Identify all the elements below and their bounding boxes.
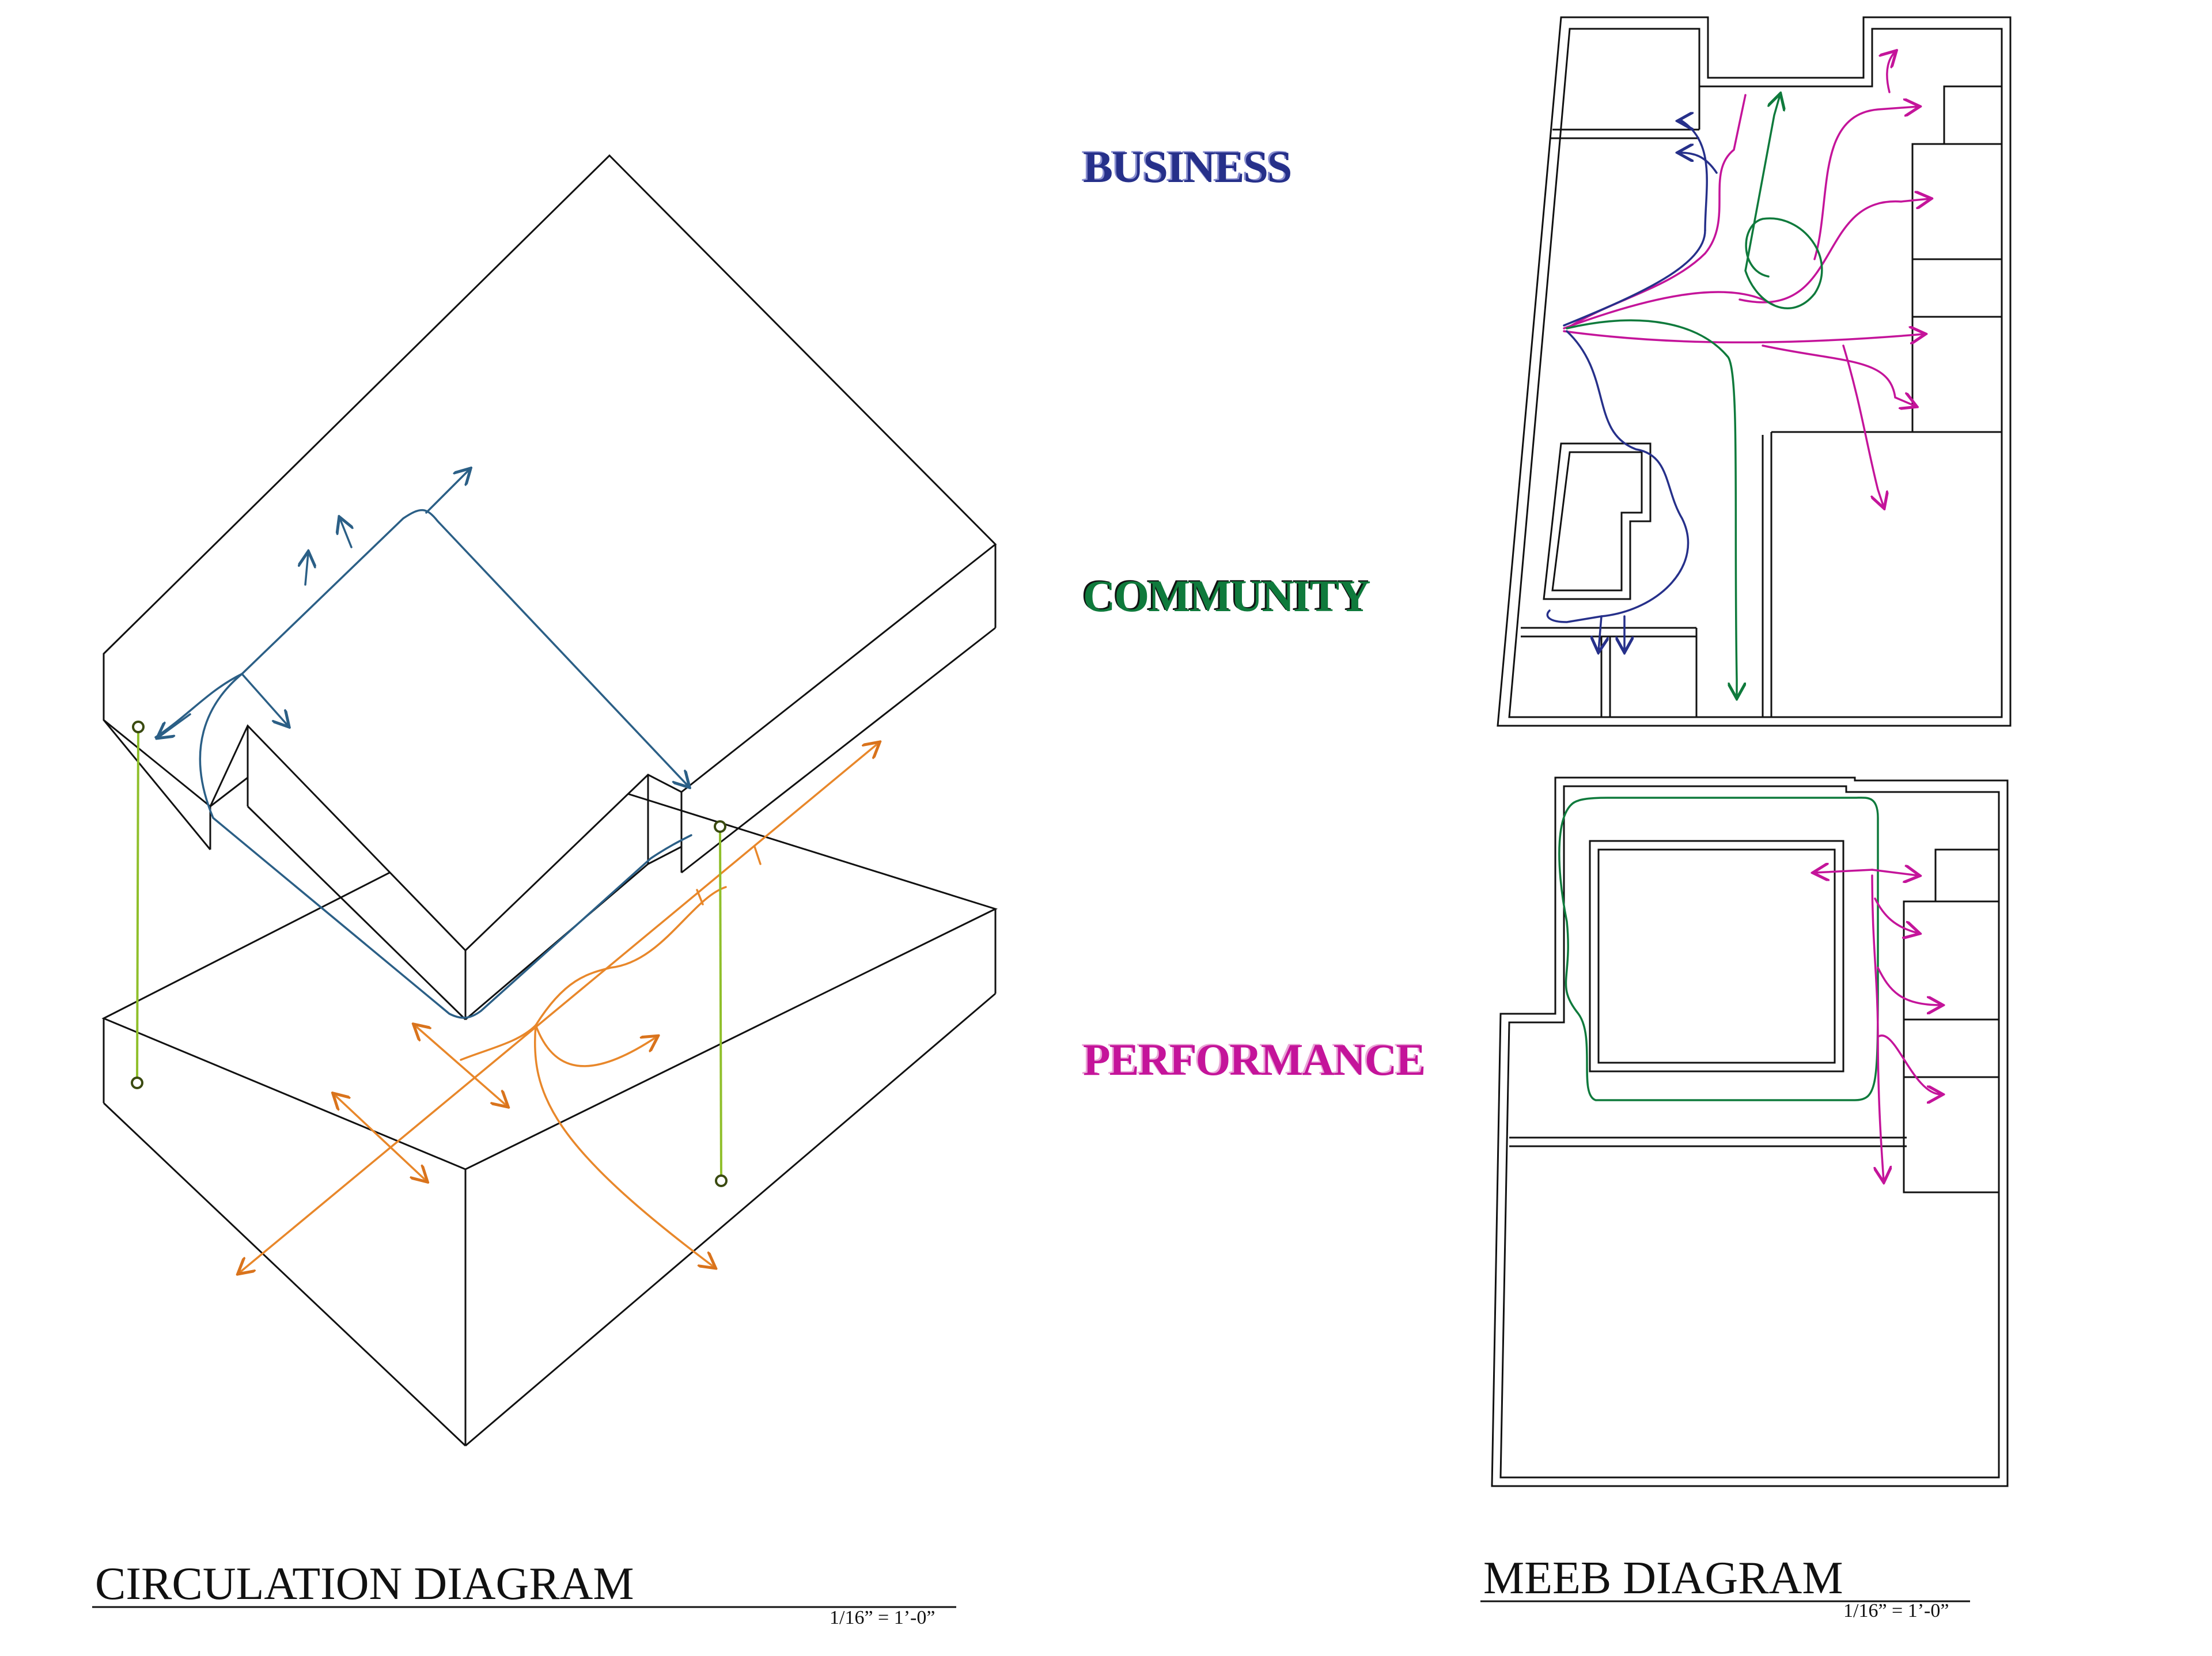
meeb-diagram-title: MEEB DIAGRAM [1483, 1553, 1843, 1604]
meeb-scale-note: 1/16” = 1’-0” [1843, 1600, 1949, 1621]
meeb-lower-plan [1491, 776, 2009, 1487]
vertical-link-left [131, 721, 145, 1089]
legend-business-label: BUSINESS [1083, 142, 1292, 192]
circulation-diagram-title: CIRCULATION DIAGRAM [95, 1559, 634, 1609]
vertical-link-right [714, 820, 728, 1187]
legend-community-label: COMMUNITY [1083, 571, 1371, 621]
meeb-upper-flows [1546, 52, 1930, 697]
lower-circulation-path [239, 743, 878, 1273]
legend-performance-label: PERFORMANCE [1083, 1034, 1426, 1085]
circulation-scale-note: 1/16” = 1’-0” [830, 1607, 935, 1628]
lower-slab [101, 776, 998, 1447]
meeb-upper-plan [1497, 16, 2012, 727]
meeb-lower-flows [1558, 797, 1941, 1181]
